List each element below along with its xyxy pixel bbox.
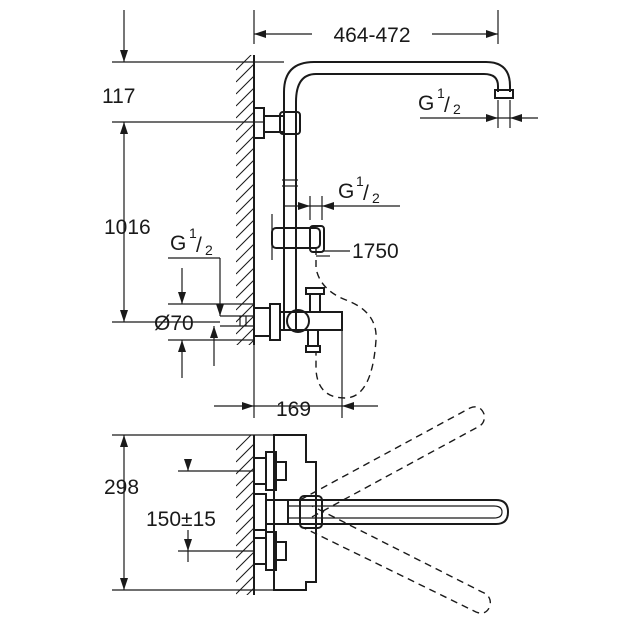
hand-thread-callout: G 1 / 2 bbox=[284, 173, 400, 220]
spout-projection-label: 169 bbox=[276, 398, 311, 421]
dimension-inlet-spacing: 150±15 bbox=[146, 459, 254, 562]
shower-riser bbox=[253, 61, 514, 330]
spout-plan bbox=[288, 495, 510, 529]
inlet-spacing-label: 150±15 bbox=[146, 508, 216, 531]
dimension-width-label: 464-472 bbox=[333, 24, 410, 47]
hand-thread-sub: 2 bbox=[372, 190, 380, 206]
dimension-height-label: 1016 bbox=[104, 216, 151, 239]
dimension-top-offset-label: 117 bbox=[102, 85, 135, 108]
inlet-thread-sub: 2 bbox=[205, 242, 213, 258]
thermostat-mixer bbox=[220, 287, 343, 353]
hose-length-callout: 1750 bbox=[322, 240, 399, 263]
inlet-thread-label: G bbox=[170, 232, 186, 255]
shower-hose bbox=[315, 248, 377, 399]
mixer-plan bbox=[253, 434, 317, 591]
dimension-depth: 298 bbox=[104, 434, 276, 591]
inlet-thread-callout: G 1 / 2 Ø70 bbox=[154, 225, 254, 378]
spout-swivel-range bbox=[299, 406, 492, 614]
head-thread-callout: G 1 / 2 bbox=[418, 85, 538, 128]
head-thread-sup: 1 bbox=[437, 85, 445, 101]
head-thread-sub: 2 bbox=[453, 101, 461, 117]
head-thread-label: G bbox=[418, 92, 434, 115]
dimension-width: 464-472 bbox=[253, 10, 499, 47]
front-view: 464-472 117 1016 G 1 / 2 bbox=[102, 10, 538, 421]
pipe-diameter-label: Ø70 bbox=[154, 312, 194, 335]
wall-hatching-bottom bbox=[236, 435, 254, 595]
inlet-thread-sup: 1 bbox=[189, 225, 197, 241]
wall-hatching-top bbox=[236, 55, 254, 345]
dimension-spout: 169 bbox=[214, 330, 378, 421]
dimension-vertical-chain: 117 1016 bbox=[102, 10, 284, 323]
hose-length-label: 1750 bbox=[352, 240, 399, 263]
inlet-thread-slash: / bbox=[196, 234, 202, 257]
head-thread-slash: / bbox=[444, 94, 450, 117]
depth-label: 298 bbox=[104, 476, 139, 499]
hand-thread-slash: / bbox=[363, 182, 369, 205]
hand-thread-label: G bbox=[338, 180, 354, 203]
hand-thread-sup: 1 bbox=[356, 173, 364, 189]
plan-view: 298 150±15 bbox=[104, 406, 510, 614]
